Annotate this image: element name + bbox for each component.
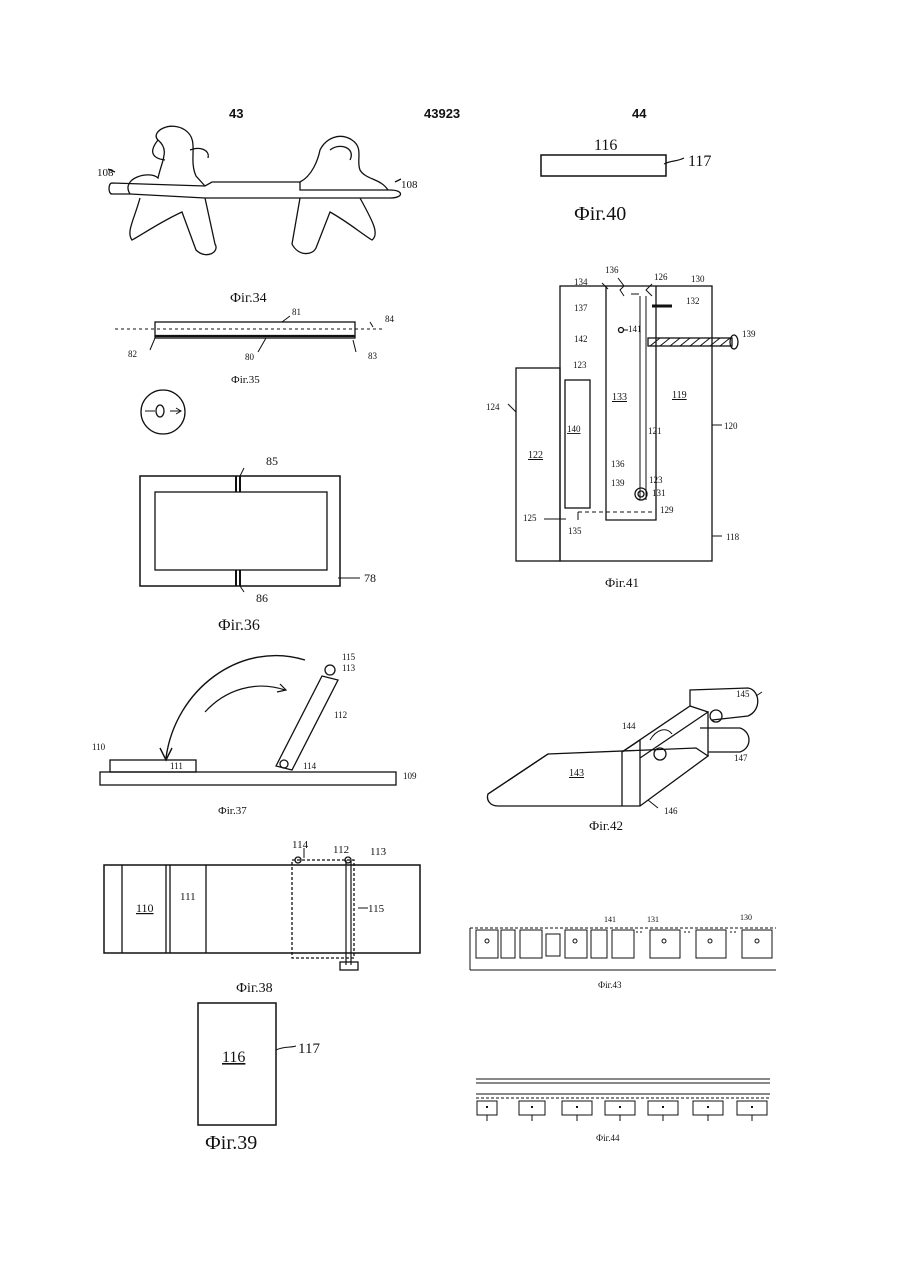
fig41-label-139-top: 139 xyxy=(742,329,756,339)
fig42-drawing xyxy=(487,688,762,808)
fig34-drawing xyxy=(108,126,401,254)
fig37-label-113: 113 xyxy=(342,663,356,673)
fig35-drawing xyxy=(115,316,385,352)
fig42-label-147: 147 xyxy=(734,753,748,763)
fig35-section-circle xyxy=(141,390,185,434)
fig41-label-123-bottom: 123 xyxy=(649,475,663,485)
fig40-label-116: 116 xyxy=(594,137,617,154)
fig41-label-132: 132 xyxy=(686,296,700,306)
fig42-label-146: 146 xyxy=(664,806,678,816)
fig35-label-81: 81 xyxy=(292,307,301,317)
fig41-label-121-mid: 121 xyxy=(648,426,662,436)
fig41-label-125: 125 xyxy=(523,513,537,523)
fig41-label-126: 126 xyxy=(654,272,668,282)
fig36-label-85: 85 xyxy=(266,454,278,468)
fig37-label-115: 115 xyxy=(342,652,356,662)
fig44-caption: Фіг.44 xyxy=(596,1133,620,1143)
fig41-label-133: 133 xyxy=(612,392,627,403)
fig44-drawing xyxy=(476,1079,770,1121)
fig41-label-131: 131 xyxy=(652,488,666,498)
fig36-label-78: 78 xyxy=(364,571,376,585)
fig37-caption: Фіг.37 xyxy=(218,805,247,817)
fig43-caption: Фіг.43 xyxy=(598,980,622,990)
fig43-label-141: 141 xyxy=(604,915,616,924)
fig37-label-110: 110 xyxy=(92,742,106,752)
fig41-label-124: 124 xyxy=(486,402,500,412)
fig41-label-142: 142 xyxy=(574,334,588,344)
fig38-label-110: 110 xyxy=(136,901,154,915)
fig35-label-82: 82 xyxy=(128,349,137,359)
fig38-label-111: 111 xyxy=(180,891,196,903)
fig34-caption: Фіг.34 xyxy=(230,291,267,306)
fig41-label-137: 137 xyxy=(574,303,588,313)
fig40-drawing xyxy=(541,155,684,176)
fig34-label-108-left: 108 xyxy=(97,167,114,179)
fig41-label-120: 120 xyxy=(724,421,738,431)
fig42-label-144: 144 xyxy=(622,721,636,731)
fig41-label-130: 130 xyxy=(691,274,705,284)
fig42-label-145: 145 xyxy=(736,689,750,699)
fig41-label-136-top: 136 xyxy=(605,265,619,275)
fig37-label-112: 112 xyxy=(334,710,347,720)
fig37-drawing xyxy=(100,656,396,785)
fig36-caption: Фіг.36 xyxy=(218,617,260,634)
fig35-label-84: 84 xyxy=(385,314,395,324)
fig42-label-143: 143 xyxy=(569,768,584,779)
fig40-caption: Фіг.40 xyxy=(574,203,626,225)
fig41-label-141: 141 xyxy=(628,324,642,334)
fig41-label-134: 134 xyxy=(574,277,588,287)
fig36-drawing xyxy=(140,468,360,592)
fig35-caption: Фіг.35 xyxy=(231,374,260,386)
fig41-label-135: 135 xyxy=(568,526,582,536)
fig41-label-118: 118 xyxy=(726,532,740,542)
fig39-label-116: 116 xyxy=(222,1049,245,1066)
fig38-label-114: 114 xyxy=(292,839,309,851)
fig42-caption: Фіг.42 xyxy=(589,818,623,833)
fig38-label-113: 113 xyxy=(370,846,387,858)
fig37-label-109: 109 xyxy=(403,771,417,781)
fig41-label-129: 129 xyxy=(660,505,674,515)
fig39-label-117: 117 xyxy=(298,1041,320,1057)
fig41-label-140: 140 xyxy=(567,424,581,434)
fig34-label-108-right: 108 xyxy=(401,179,418,191)
fig41-caption: Фіг.41 xyxy=(605,575,639,590)
fig39-caption: Фіг.39 xyxy=(205,1132,257,1154)
fig38-label-112: 112 xyxy=(333,844,349,856)
fig35-label-80: 80 xyxy=(245,352,255,362)
fig37-label-111: 111 xyxy=(170,761,183,771)
fig41-label-136-bottom: 136 xyxy=(611,459,625,469)
fig41-label-119: 119 xyxy=(672,390,687,401)
fig43-label-130: 130 xyxy=(740,913,752,922)
fig41-drawing xyxy=(508,278,738,561)
fig37-label-114: 114 xyxy=(303,761,317,771)
fig41-label-123-top: 123 xyxy=(573,360,587,370)
fig35-label-83: 83 xyxy=(368,351,378,361)
fig43-drawing xyxy=(470,928,776,970)
fig38-caption: Фіг.38 xyxy=(236,981,273,996)
fig38-label-115: 115 xyxy=(368,903,385,915)
fig41-label-139-bottom: 139 xyxy=(611,478,625,488)
fig39-drawing xyxy=(198,1003,296,1125)
fig36-label-86: 86 xyxy=(256,591,268,605)
fig43-label-131: 131 xyxy=(647,915,659,924)
fig40-label-117: 117 xyxy=(688,153,711,170)
fig41-label-122: 122 xyxy=(528,450,543,461)
